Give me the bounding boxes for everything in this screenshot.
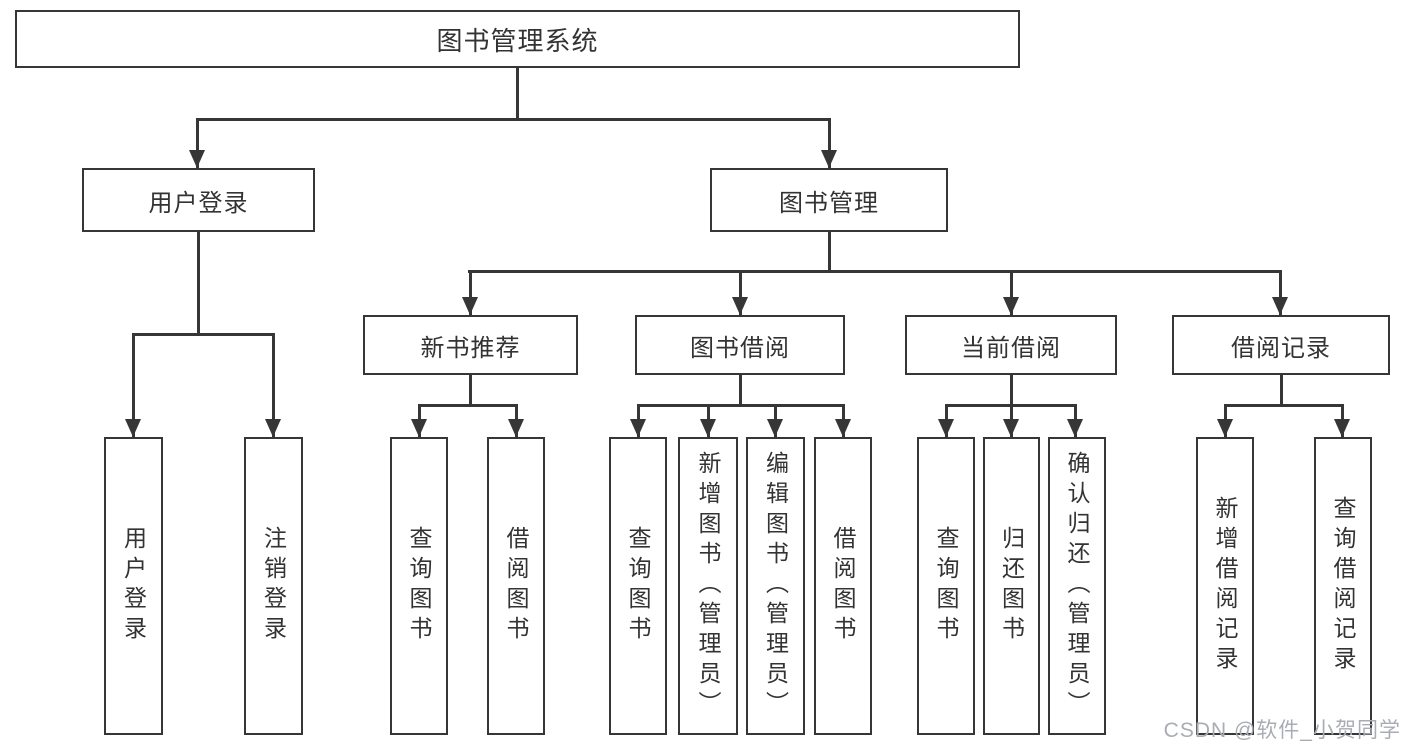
leaf-user-login: 用户登录 xyxy=(104,437,163,735)
leaf-borrow-books: 借阅图书 xyxy=(814,437,872,735)
connector-line xyxy=(469,375,472,406)
connector-line xyxy=(132,333,135,437)
arrow-down-icon xyxy=(1003,419,1019,437)
leaf-confirm-return-admin: 确认归还（管理员） xyxy=(1048,437,1106,735)
connector-line xyxy=(637,404,843,407)
arrow-down-icon xyxy=(189,150,205,168)
arrow-down-icon xyxy=(411,419,427,437)
watermark: CSDN @软件_小贺同学 xyxy=(1163,719,1401,742)
leaf-rec-borrow-books-label: 借阅图书 xyxy=(503,526,529,646)
leaf-rec-borrow-books: 借阅图书 xyxy=(487,437,545,735)
leaf-add-books-admin: 新增图书（管理员） xyxy=(678,437,738,735)
connector-line xyxy=(1010,270,1013,315)
leaf-add-borrow-record: 新增借阅记录 xyxy=(1196,437,1254,735)
arrow-down-icon xyxy=(767,419,783,437)
leaf-return-books: 归还图书 xyxy=(983,437,1040,735)
leaf-query-borrow-record-label: 查询借阅记录 xyxy=(1330,496,1356,676)
arrow-down-icon xyxy=(125,419,141,437)
leaf-current-query-books-label: 查询图书 xyxy=(933,526,959,646)
arrow-down-icon xyxy=(821,150,837,168)
node-current-borrow: 当前借阅 xyxy=(905,315,1117,375)
node-book-borrow: 图书借阅 xyxy=(635,315,845,375)
connector-line xyxy=(739,270,742,315)
node-book-management: 图书管理 xyxy=(710,168,948,232)
leaf-return-books-label: 归还图书 xyxy=(998,526,1025,646)
connector-line xyxy=(739,375,742,406)
leaf-query-borrow-record: 查询借阅记录 xyxy=(1314,437,1372,735)
node-user-login: 用户登录 xyxy=(82,168,315,232)
arrow-down-icon xyxy=(508,419,524,437)
leaf-current-query-books: 查询图书 xyxy=(917,437,975,735)
arrow-down-icon xyxy=(938,419,954,437)
leaf-borrow-query-books: 查询图书 xyxy=(609,437,667,735)
leaf-user-login-label: 用户登录 xyxy=(120,526,147,646)
leaf-add-borrow-record-label: 新增借阅记录 xyxy=(1212,496,1238,676)
node-new-book-recommend: 新书推荐 xyxy=(363,315,578,375)
leaf-edit-books-admin-label: 编辑图书（管理员） xyxy=(762,451,789,721)
connector-line xyxy=(197,232,200,336)
connector-line xyxy=(468,270,1281,273)
leaf-confirm-return-admin-label: 确认归还（管理员） xyxy=(1064,451,1090,721)
connector-line xyxy=(516,68,519,120)
connector-line xyxy=(828,118,831,170)
arrow-down-icon xyxy=(835,419,851,437)
connector-line xyxy=(272,333,275,437)
connector-line xyxy=(418,404,518,407)
connector-line xyxy=(1010,375,1013,406)
arrow-down-icon xyxy=(265,419,281,437)
connector-line xyxy=(1280,375,1283,406)
connector-line xyxy=(1224,404,1343,407)
leaf-rec-query-books: 查询图书 xyxy=(390,437,448,735)
connector-line xyxy=(196,118,831,121)
arrow-down-icon xyxy=(630,419,646,437)
connector-line xyxy=(469,270,472,315)
arrow-down-icon xyxy=(1003,297,1019,315)
arrow-down-icon xyxy=(732,297,748,315)
leaf-add-books-admin-label: 新增图书（管理员） xyxy=(695,451,721,721)
arrow-down-icon xyxy=(700,419,716,437)
connector-line xyxy=(828,232,831,273)
arrow-down-icon xyxy=(1272,297,1288,315)
connector-line xyxy=(1279,270,1282,315)
arrow-down-icon xyxy=(1067,419,1083,437)
connector-line xyxy=(196,118,199,170)
connector-line xyxy=(132,333,275,336)
arrow-down-icon xyxy=(462,297,478,315)
leaf-logout: 注销登录 xyxy=(244,437,303,735)
node-borrow-records: 借阅记录 xyxy=(1172,315,1390,375)
arrow-down-icon xyxy=(1334,419,1350,437)
leaf-borrow-books-label: 借阅图书 xyxy=(830,526,856,646)
leaf-borrow-query-books-label: 查询图书 xyxy=(625,526,651,646)
arrow-down-icon xyxy=(1217,419,1233,437)
node-root-library-system: 图书管理系统 xyxy=(15,10,1020,68)
leaf-edit-books-admin: 编辑图书（管理员） xyxy=(746,437,805,735)
leaf-logout-label: 注销登录 xyxy=(260,526,287,646)
leaf-rec-query-books-label: 查询图书 xyxy=(406,526,432,646)
